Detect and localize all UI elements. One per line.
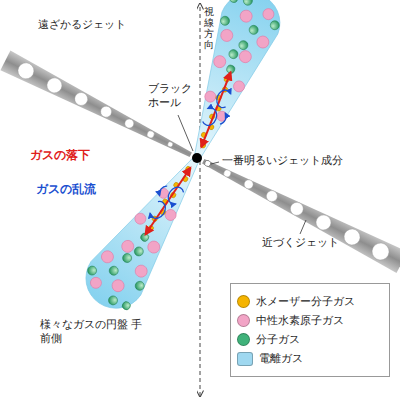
- axis-label: 視線方向: [204, 6, 214, 50]
- legend-box: 水メーザー分子ガス中性水素原子ガス分子ガス電離ガス: [230, 283, 390, 377]
- legend-text: 水メーザー分子ガス: [256, 294, 355, 309]
- bright-component-label: 一番明るいジェット成分: [222, 154, 343, 168]
- legend-row: 中性水素原子ガス: [237, 313, 383, 328]
- jet-label: 遠ざかるジェット: [38, 18, 126, 32]
- legend-swatch: [237, 352, 253, 366]
- legend-text: 中性水素原子ガス: [256, 313, 344, 328]
- black-hole-label: ブラック ホール: [148, 82, 200, 110]
- legend-swatch: [237, 295, 250, 308]
- legend-swatch: [237, 314, 250, 327]
- jet-label: 近づくジェット: [262, 236, 339, 250]
- turbulence-label: ガスの乱流: [36, 182, 96, 197]
- infall-label: ガスの落下: [30, 148, 90, 163]
- legend-row: 電離ガス: [237, 351, 383, 366]
- legend-row: 水メーザー分子ガス: [237, 294, 383, 309]
- legend-text: 分子ガス: [256, 332, 300, 347]
- legend-swatch: [237, 333, 250, 346]
- legend-text: 電離ガス: [259, 351, 303, 366]
- legend-row: 分子ガス: [237, 332, 383, 347]
- disk-label: 様々なガスの円盤 手前側: [40, 318, 150, 346]
